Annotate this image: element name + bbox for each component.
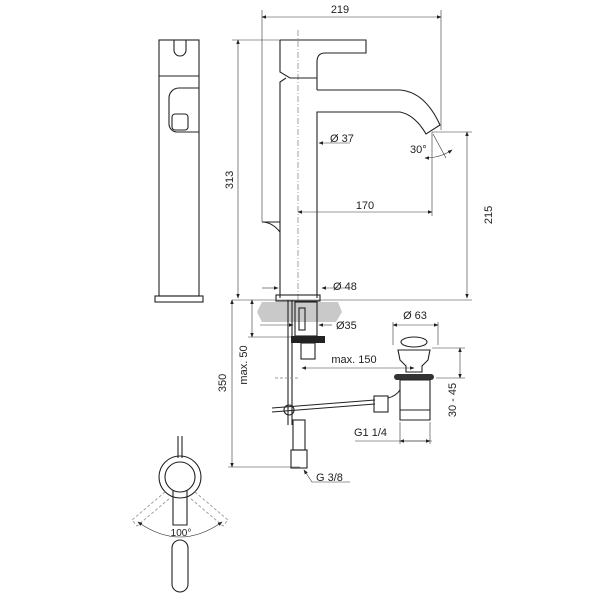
base-diameter-label: Ø 48 bbox=[333, 281, 357, 293]
install-dimensions bbox=[228, 299, 465, 483]
height-total-label: 313 bbox=[224, 171, 236, 189]
spout-angle-label: 30° bbox=[410, 144, 427, 156]
spout-reach-label: 170 bbox=[356, 200, 374, 212]
install-depth-label: 350 bbox=[217, 374, 229, 392]
side-view bbox=[154, 39, 204, 303]
width-total-label: 219 bbox=[331, 4, 349, 16]
supply-thread-label: G 3/8 bbox=[316, 472, 343, 484]
front-view bbox=[261, 30, 441, 310]
waste-thread-label: G1 1/4 bbox=[354, 427, 387, 439]
dimension-lines bbox=[232, 10, 472, 301]
installation-view bbox=[257, 300, 434, 469]
waste-range-label: 30 - 45 bbox=[447, 383, 459, 417]
spout-height-label: 215 bbox=[483, 206, 495, 224]
body-diameter-label: Ø 37 bbox=[330, 133, 354, 145]
lever-rotation-label: 100° bbox=[171, 528, 192, 539]
hole-diameter-label: Ø35 bbox=[336, 320, 357, 332]
top-view bbox=[131, 436, 229, 593]
waste-diameter-label: Ø 63 bbox=[403, 310, 427, 322]
max-deck-thickness-label: max. 50 bbox=[238, 345, 250, 384]
max-rod-distance-label: max. 150 bbox=[331, 354, 376, 366]
